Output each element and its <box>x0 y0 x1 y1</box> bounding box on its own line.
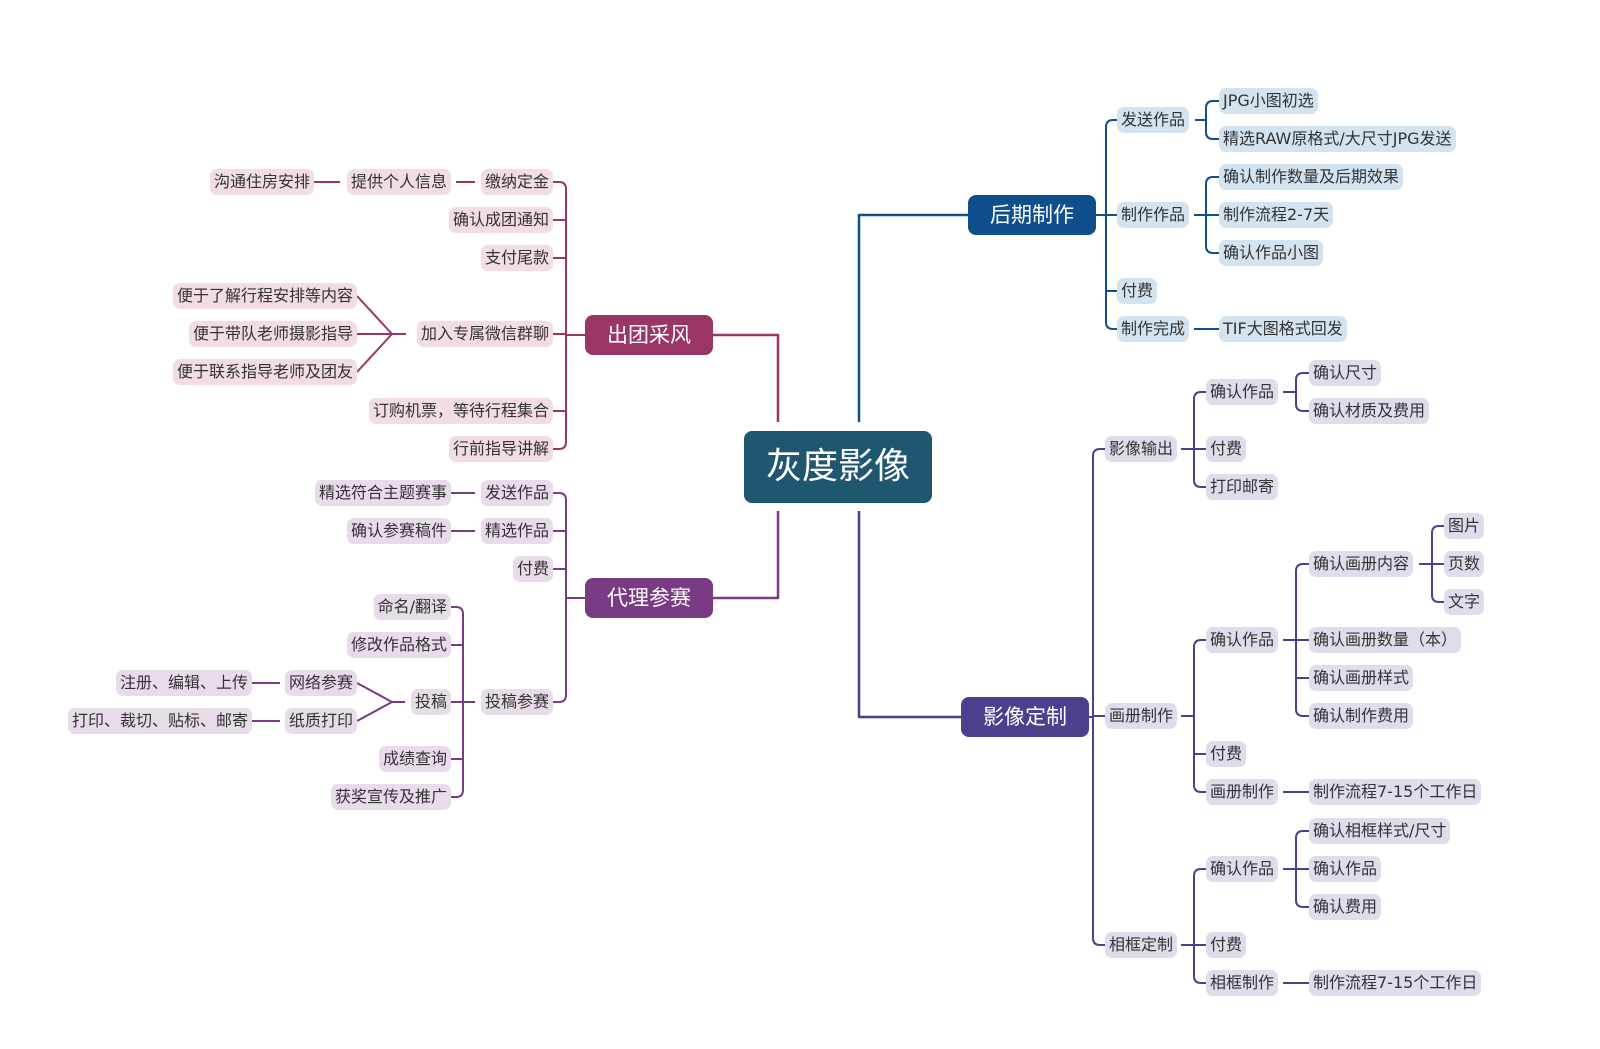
post-make-works[interactable]: 制作作品 <box>1117 202 1190 228</box>
post-jpg-preview[interactable]: JPG小图初选 <box>1219 88 1318 114</box>
custom-album-confirm[interactable]: 确认作品 <box>1206 627 1279 653</box>
tour-tickets[interactable]: 订购机票，等待行程集合 <box>368 398 553 424</box>
tour-wechat-contact[interactable]: 便于联系指导老师及团友 <box>172 359 357 385</box>
connector <box>1193 391 1206 488</box>
connector <box>356 333 393 373</box>
post-tif-return[interactable]: TIF大图格式回发 <box>1219 316 1347 342</box>
custom-output-pay[interactable]: 付费 <box>1206 436 1247 462</box>
tour-housing[interactable]: 沟通住房安排 <box>209 169 314 195</box>
custom-album-make[interactable]: 画册制作 <box>1206 779 1279 805</box>
tour-briefing[interactable]: 行前指导讲解 <box>448 436 553 462</box>
post-confirm-thumbs[interactable]: 确认作品小图 <box>1219 240 1324 266</box>
custom-output-size[interactable]: 确认尺寸 <box>1309 360 1382 386</box>
agent-online-steps[interactable]: 注册、编辑、上传 <box>115 670 252 696</box>
agent-contribute[interactable]: 投稿 <box>410 689 451 715</box>
post-confirm-quantity[interactable]: 确认制作数量及后期效果 <box>1219 164 1404 190</box>
tour-personal-info[interactable]: 提供个人信息 <box>346 169 451 195</box>
post-pay[interactable]: 付费 <box>1117 278 1158 304</box>
agent-results[interactable]: 成绩查询 <box>378 746 451 772</box>
connector <box>356 295 393 335</box>
tour-wechat-group[interactable]: 加入专属微信群聊 <box>416 321 553 347</box>
custom-frame[interactable]: 相框定制 <box>1105 932 1178 958</box>
connector <box>711 511 780 600</box>
agent-print-steps[interactable]: 打印、裁切、贴标、邮寄 <box>67 708 252 734</box>
branch-custom[interactable]: 影像定制 <box>961 697 1089 737</box>
custom-album-pages[interactable]: 页数 <box>1444 551 1485 577</box>
agent-format[interactable]: 修改作品格式 <box>346 632 451 658</box>
branch-post[interactable]: 后期制作 <box>968 195 1096 235</box>
connector <box>1431 525 1444 603</box>
connector <box>857 511 968 719</box>
root-node[interactable]: 灰度影像 <box>743 431 933 503</box>
custom-frame-confirm[interactable]: 确认作品 <box>1206 856 1279 882</box>
connector <box>1295 563 1309 717</box>
branch-agent[interactable]: 代理参赛 <box>585 578 713 618</box>
tour-wechat-itinerary[interactable]: 便于了解行程安排等内容 <box>172 283 357 309</box>
connector <box>451 606 464 798</box>
agent-pay[interactable]: 付费 <box>512 556 553 582</box>
custom-album-pay[interactable]: 付费 <box>1206 741 1247 767</box>
branch-tour[interactable]: 出团采风 <box>585 315 713 355</box>
connector <box>553 492 567 703</box>
tour-confirm-group[interactable]: 确认成团通知 <box>448 207 553 233</box>
custom-frame-style[interactable]: 确认相框样式/尺寸 <box>1309 818 1451 844</box>
agent-send-works[interactable]: 发送作品 <box>480 480 553 506</box>
connector <box>1105 119 1117 330</box>
connector <box>1295 372 1309 412</box>
agent-naming[interactable]: 命名/翻译 <box>373 594 451 620</box>
tour-wechat-guidance[interactable]: 便于带队老师摄影指导 <box>188 321 357 347</box>
agent-online[interactable]: 网络参赛 <box>284 670 357 696</box>
tour-final-payment[interactable]: 支付尾款 <box>480 245 553 271</box>
custom-album-text[interactable]: 文字 <box>1444 589 1485 615</box>
custom-album-images[interactable]: 图片 <box>1444 513 1485 539</box>
custom-output-confirm[interactable]: 确认作品 <box>1206 379 1279 405</box>
post-done[interactable]: 制作完成 <box>1117 316 1190 342</box>
connector <box>356 682 393 703</box>
custom-album-cost[interactable]: 确认制作费用 <box>1309 703 1414 729</box>
custom-frame-make[interactable]: 相框制作 <box>1206 970 1279 996</box>
custom-frame-works[interactable]: 确认作品 <box>1309 856 1382 882</box>
custom-album-process[interactable]: 制作流程7-15个工作日 <box>1309 779 1482 805</box>
agent-submit[interactable]: 投稿参赛 <box>480 689 553 715</box>
custom-frame-process[interactable]: 制作流程7-15个工作日 <box>1309 970 1482 996</box>
custom-output-mail[interactable]: 打印邮寄 <box>1206 474 1279 500</box>
connector <box>1205 176 1219 254</box>
post-raw-send[interactable]: 精选RAW原格式/大尺寸JPG发送 <box>1219 126 1456 152</box>
custom-frame-pay[interactable]: 付费 <box>1206 932 1247 958</box>
custom-album-style[interactable]: 确认画册样式 <box>1309 665 1414 691</box>
custom-frame-cost[interactable]: 确认费用 <box>1309 894 1382 920</box>
connector <box>1295 830 1309 908</box>
agent-confirm-entries[interactable]: 确认参赛稿件 <box>346 518 451 544</box>
custom-album-content[interactable]: 确认画册内容 <box>1309 551 1414 577</box>
connector <box>356 701 393 722</box>
custom-album-quantity[interactable]: 确认画册数量（本） <box>1309 627 1462 653</box>
connector <box>1205 100 1219 140</box>
connector <box>1193 639 1206 793</box>
post-process-days[interactable]: 制作流程2-7天 <box>1219 202 1334 228</box>
tour-deposit[interactable]: 缴纳定金 <box>480 169 553 195</box>
connector <box>711 333 780 422</box>
agent-select-works[interactable]: 精选作品 <box>480 518 553 544</box>
post-send-works[interactable]: 发送作品 <box>1117 107 1190 133</box>
custom-album[interactable]: 画册制作 <box>1105 703 1178 729</box>
connector <box>553 181 567 450</box>
custom-output[interactable]: 影像输出 <box>1105 436 1178 462</box>
agent-select-event[interactable]: 精选符合主题赛事 <box>314 480 451 506</box>
custom-output-material[interactable]: 确认材质及费用 <box>1309 398 1430 424</box>
connector <box>1193 868 1206 984</box>
agent-promotion[interactable]: 获奖宣传及推广 <box>330 784 451 810</box>
connector <box>857 213 968 422</box>
connector <box>1092 448 1105 946</box>
agent-print[interactable]: 纸质打印 <box>284 708 357 734</box>
